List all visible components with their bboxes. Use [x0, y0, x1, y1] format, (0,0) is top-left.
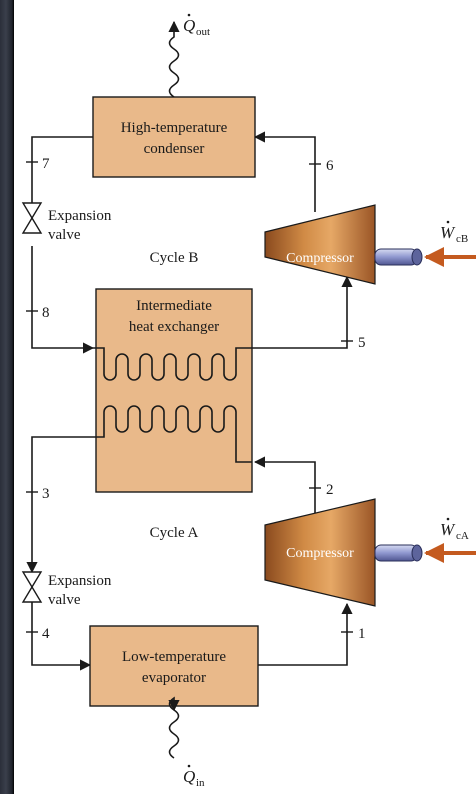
w-cb-label: W cB: [440, 220, 468, 245]
q-out-arrow: [168, 20, 180, 98]
w-ca-symbol: W: [440, 520, 456, 539]
state-5: 5: [358, 335, 366, 351]
valve-a-label-line2: valve: [48, 592, 81, 608]
intermediate-heat-exchanger: Intermediate heat exchanger: [93, 288, 253, 493]
w-ca-subscript: cA: [456, 530, 469, 542]
state-1: 1: [358, 626, 366, 642]
pipe-5: [252, 275, 353, 349]
cycle-b-label: Cycle B: [150, 250, 199, 266]
w-cb-subscript: cB: [456, 233, 468, 245]
valve-b-label-line2: valve: [48, 227, 81, 243]
evaporator-label-line2: evaporator: [142, 670, 206, 686]
compressor-a-label: Compressor: [286, 546, 354, 561]
q-out-subscript: out: [196, 26, 210, 38]
compressor-b-label: Compressor: [286, 251, 354, 266]
state-8: 8: [42, 305, 50, 321]
condenser-label-line1: High-temperature: [121, 120, 228, 136]
pipe-1: [258, 602, 353, 666]
compressor-a-shaft: [374, 544, 418, 562]
pipe-7: [26, 136, 93, 218]
pipe-3: [26, 436, 96, 574]
compressor-b-shaft: [374, 248, 418, 266]
high-temperature-condenser: High-temperature condenser: [92, 96, 256, 178]
valve-b-label-line1: Expansion: [48, 208, 112, 224]
w-ca-label: W cA: [440, 517, 469, 542]
state-3: 3: [42, 486, 50, 502]
cycle-a-label: Cycle A: [150, 525, 199, 541]
hx-label-line1: Intermediate: [136, 298, 212, 314]
evaporator-label-line1: Low-temperature: [122, 649, 226, 665]
q-in-arrow: [168, 696, 180, 759]
q-out-label: Q out: [183, 13, 210, 38]
state-7: 7: [42, 156, 50, 172]
compressor-a: Compressor: [264, 498, 423, 607]
q-in-subscript: in: [196, 777, 205, 789]
q-in-label: Q in: [183, 764, 205, 789]
state-ticks: [26, 161, 353, 633]
hx-lower-coil: [96, 405, 252, 463]
condenser-label-line2: condenser: [144, 141, 205, 157]
expansion-valve-b: [21, 202, 43, 234]
pipe-4: [31, 600, 92, 671]
state-6: 6: [326, 158, 334, 174]
work-arrows: [424, 247, 476, 563]
low-temperature-evaporator: Low-temperature evaporator: [89, 625, 259, 707]
compressor-b: Compressor: [264, 204, 423, 285]
valve-a-label-line1: Expansion: [48, 573, 112, 589]
hx-upper-coil: [93, 347, 252, 381]
hx-label-line2: heat exchanger: [129, 319, 219, 335]
state-4: 4: [42, 626, 50, 642]
q-in-symbol: Q: [183, 767, 195, 786]
state-2: 2: [326, 482, 334, 498]
pipe-6: [253, 131, 316, 212]
w-cb-symbol: W: [440, 223, 456, 242]
state-numbers: 7 8 3 4 6 5 2 1: [42, 156, 366, 642]
q-out-symbol: Q: [183, 16, 195, 35]
pipe-8: [31, 246, 95, 354]
expansion-valve-a: [21, 571, 43, 603]
